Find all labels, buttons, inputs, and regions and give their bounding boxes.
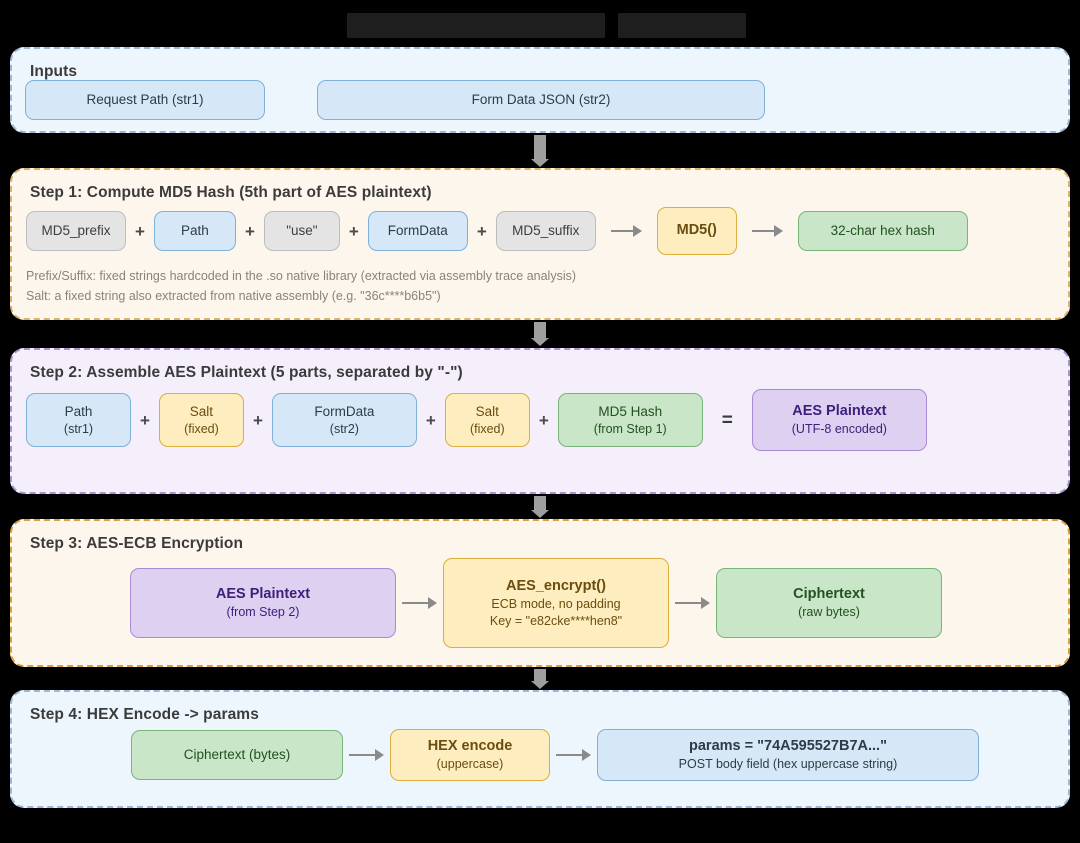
step4-row: Ciphertext (bytes) HEX encode (uppercase… [131, 729, 979, 781]
connector-arrowhead-icon [531, 159, 549, 167]
step1-row: MD5_prefix + Path + "use" + FormData + M… [26, 207, 968, 255]
redacted-title-block-2 [618, 13, 746, 38]
step1-note-line1: Prefix/Suffix: fixed strings hardcoded i… [26, 269, 577, 283]
step2-equals-sign: = [721, 409, 733, 431]
step4-ciphertext-label: Ciphertext (bytes) [183, 746, 291, 762]
step3-aes-plaintext-node[interactable]: AES Plaintext (from Step 2) [130, 568, 396, 638]
connector-step1-to-step2 [531, 322, 549, 346]
step2-formdata-label: FormData [314, 403, 375, 419]
inputs-row: Request Path (str1) Form Data JSON (str2… [25, 80, 765, 120]
step3-aes-plaintext-sublabel: (from Step 2) [226, 605, 300, 620]
step2-row: Path (str1) + Salt (fixed) + FormData (s… [26, 389, 927, 451]
step2-aes-plaintext-label: AES Plaintext [792, 402, 887, 419]
step2-md5-hash-node[interactable]: MD5 Hash (from Step 1) [557, 393, 703, 447]
step1-md5-prefix-node[interactable]: MD5_prefix [26, 211, 126, 251]
step1-note-line2: Salt: a fixed string also extracted from… [26, 289, 441, 304]
step2-md5-hash-label: MD5 Hash [598, 403, 663, 419]
step1-formdata-node[interactable]: FormData [367, 211, 468, 251]
step1-section-title: Step 1: Compute MD5 Hash (5th part of AE… [30, 184, 432, 201]
step1-md5-suffix-node[interactable]: MD5_suffix [495, 211, 596, 251]
connector-stem [534, 322, 546, 338]
step3-aes-encrypt-key: Key = "e82cke****hen8" [489, 613, 623, 628]
step2-plus-1: + [140, 410, 150, 430]
step1-plus-3: + [348, 221, 359, 241]
step4-params-label: params = "74A595527B7A..." [689, 737, 887, 754]
step2-salt-label-2: Salt [475, 403, 499, 419]
connector-step2-to-step3 [531, 496, 549, 518]
step3-aes-plaintext-label: AES Plaintext [215, 585, 311, 602]
step3-arrow-to-ciphertext-icon [675, 597, 710, 609]
step2-formdata-sublabel: (str2) [329, 421, 359, 436]
step4-arrow-to-hex-icon [349, 749, 384, 761]
input-request-path-label: Request Path (str1) [86, 91, 204, 107]
connector-arrowhead-icon [531, 510, 549, 518]
step1-formdata-label: FormData [387, 222, 448, 238]
step1-use-node[interactable]: "use" [263, 211, 340, 251]
step2-section-title: Step 2: Assemble AES Plaintext (5 parts,… [30, 364, 463, 381]
connector-step3-to-step4 [531, 669, 549, 689]
step2-salt-node-1[interactable]: Salt (fixed) [158, 393, 244, 447]
step1-note: Prefix/Suffix: fixed strings hardcoded i… [26, 266, 576, 307]
step1-path-label: Path [181, 222, 209, 238]
step2-md5-hash-sublabel: (from Step 1) [593, 421, 667, 436]
step3-section-title: Step 3: AES-ECB Encryption [30, 535, 244, 552]
connector-stem [534, 669, 546, 681]
step1-use-label: "use" [286, 222, 318, 238]
step1-md5-function-label: MD5() [676, 222, 717, 239]
step1-arrow-to-md5-icon [610, 225, 642, 237]
step2-aes-plaintext-node[interactable]: AES Plaintext (UTF-8 encoded) [751, 389, 927, 451]
step2-path-label: Path [64, 403, 93, 419]
step1-md5-prefix-label: MD5_prefix [41, 222, 111, 238]
step4-arrow-to-params-icon [556, 749, 591, 761]
step2-plus-4: + [538, 410, 549, 430]
step4-params-sublabel: POST body field (hex uppercase string) [678, 757, 898, 772]
step2-aes-plaintext-sublabel: (UTF-8 encoded) [791, 422, 887, 437]
step1-arrow-to-output-icon [751, 225, 783, 237]
step1-md5-suffix-label: MD5_suffix [512, 222, 580, 238]
step2-salt-node-2[interactable]: Salt (fixed) [444, 393, 530, 447]
connector-stem [534, 496, 546, 510]
step3-row: AES Plaintext (from Step 2) AES_encrypt(… [130, 558, 942, 648]
redacted-title-block-1 [347, 13, 605, 38]
step4-hex-encode-label: HEX encode [427, 737, 513, 754]
step2-path-node[interactable]: Path (str1) [26, 393, 131, 447]
redacted-title-bar [347, 13, 746, 38]
step1-plus-2: + [244, 221, 255, 241]
step1-plus-4: + [476, 221, 487, 241]
step1-plus-1: + [135, 221, 145, 241]
step2-salt-label-1: Salt [189, 403, 214, 419]
step3-ciphertext-sublabel: (raw bytes) [798, 605, 860, 620]
step2-path-sublabel: (str1) [63, 421, 94, 436]
step3-aes-encrypt-node[interactable]: AES_encrypt() ECB mode, no padding Key =… [443, 558, 669, 648]
step4-hex-encode-node[interactable]: HEX encode (uppercase) [390, 729, 550, 781]
step1-path-node[interactable]: Path [153, 211, 236, 251]
step3-arrow-to-encrypt-icon [402, 597, 437, 609]
step3-aes-encrypt-mode: ECB mode, no padding [491, 596, 621, 611]
step1-md5-function-node[interactable]: MD5() [656, 207, 737, 255]
connector-stem [534, 135, 546, 159]
step2-salt-sublabel-1: (fixed) [184, 421, 219, 436]
input-form-data-label: Form Data JSON (str2) [471, 91, 611, 107]
step1-hash-output-node[interactable]: 32-char hex hash [797, 211, 968, 251]
connector-arrowhead-icon [531, 338, 549, 346]
step2-plus-3: + [425, 410, 436, 430]
inputs-section-title: Inputs [30, 63, 78, 80]
step3-aes-encrypt-label: AES_encrypt() [506, 577, 606, 594]
input-request-path-node[interactable]: Request Path (str1) [25, 80, 265, 120]
step3-ciphertext-label: Ciphertext [793, 585, 865, 602]
step2-salt-sublabel-2: (fixed) [469, 421, 505, 436]
step2-formdata-node[interactable]: FormData (str2) [271, 393, 417, 447]
step1-hash-output-label: 32-char hex hash [830, 222, 935, 238]
connector-arrowhead-icon [531, 681, 549, 689]
step4-section-title: Step 4: HEX Encode -> params [30, 706, 259, 723]
step2-plus-2: + [252, 410, 263, 430]
input-form-data-node[interactable]: Form Data JSON (str2) [317, 80, 765, 120]
step4-ciphertext-node[interactable]: Ciphertext (bytes) [131, 730, 343, 780]
step4-hex-encode-sublabel: (uppercase) [436, 757, 504, 772]
step3-ciphertext-node[interactable]: Ciphertext (raw bytes) [716, 568, 942, 638]
step4-params-node[interactable]: params = "74A595527B7A..." POST body fie… [597, 729, 979, 781]
connector-inputs-to-step1 [531, 135, 549, 167]
